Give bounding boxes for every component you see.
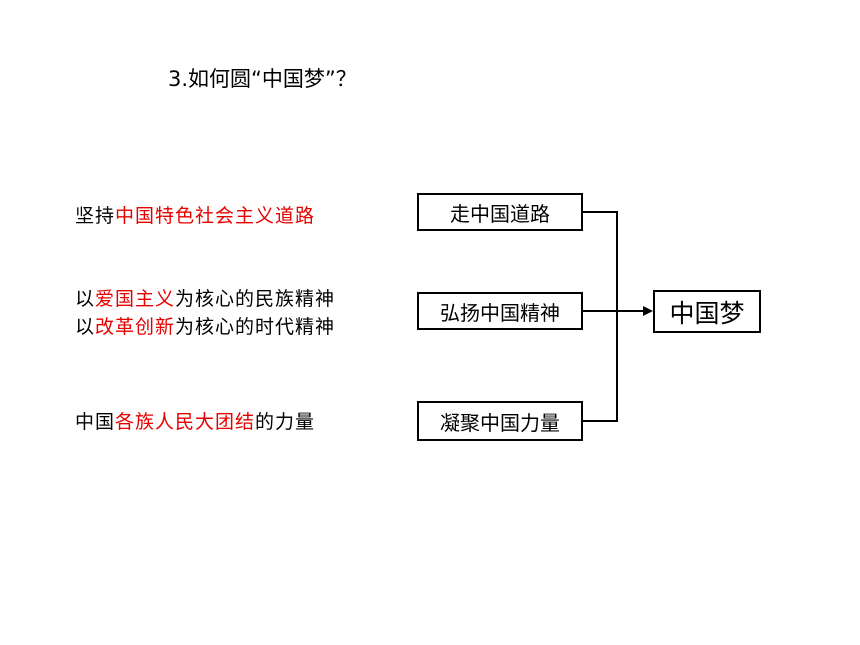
description-road-pre: 坚持 bbox=[75, 205, 116, 227]
description-era-spirit-post: 为核心的时代精神 bbox=[175, 316, 336, 338]
arrowhead bbox=[643, 306, 653, 316]
box-china-spirit: 弘扬中国精神 bbox=[417, 292, 583, 330]
description-strength-pre: 中国 bbox=[75, 411, 116, 433]
description-strength-post: 的力量 bbox=[255, 411, 316, 433]
description-road-highlight: 中国特色社会主义道路 bbox=[115, 205, 316, 227]
description-road: 坚持中国特色社会主义道路 bbox=[75, 203, 315, 229]
description-national-spirit-highlight: 爱国主义 bbox=[95, 288, 176, 310]
description-national-spirit-pre: 以 bbox=[75, 288, 96, 310]
description-national-spirit: 以爱国主义为核心的民族精神 bbox=[75, 286, 335, 312]
description-era-spirit-pre: 以 bbox=[75, 316, 96, 338]
description-era-spirit-highlight: 改革创新 bbox=[95, 316, 176, 338]
description-era-spirit: 以改革创新为核心的时代精神 bbox=[75, 314, 335, 340]
description-national-spirit-post: 为核心的民族精神 bbox=[175, 288, 336, 310]
page-title: 3.如何圆“中国梦”？ bbox=[168, 67, 357, 91]
description-strength: 中国各族人民大团结的力量 bbox=[75, 409, 315, 435]
box-china-road: 走中国道路 bbox=[417, 193, 583, 231]
description-strength-highlight: 各族人民大团结 bbox=[115, 411, 256, 433]
box-china-dream: 中国梦 bbox=[653, 290, 761, 333]
box-china-strength: 凝聚中国力量 bbox=[417, 401, 583, 441]
